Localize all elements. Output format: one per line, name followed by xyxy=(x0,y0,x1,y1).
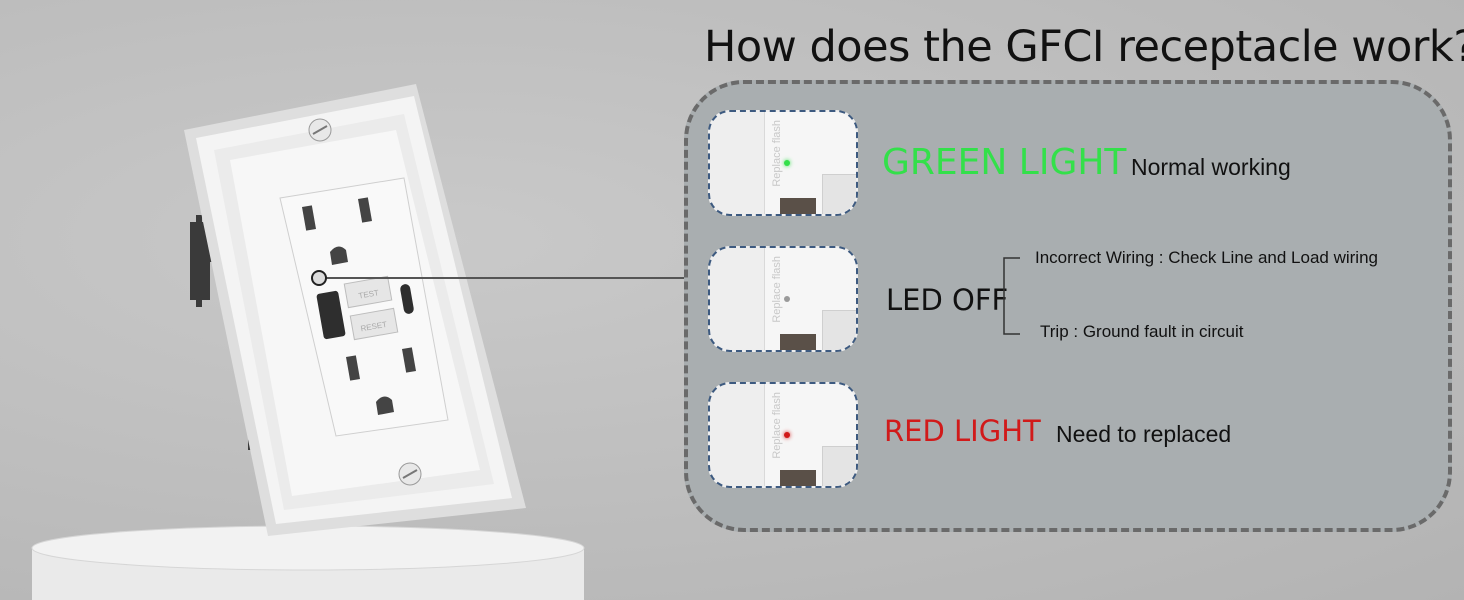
cause-incorrect-wiring: Incorrect Wiring : Check Line and Load w… xyxy=(1035,248,1378,267)
page-title: How does the GFCI receptacle work? xyxy=(704,22,1464,72)
red-led-dot xyxy=(784,432,790,438)
green-led-thumbnail: Replace flash xyxy=(708,110,858,216)
indicator-connector-line xyxy=(325,277,685,279)
green-light-label: GREEN LIGHT xyxy=(882,142,1127,183)
led-off-thumbnail: Replace flash xyxy=(708,246,858,352)
led-indicator-marker xyxy=(311,270,327,286)
off-led-dot xyxy=(784,296,790,302)
green-light-description: Normal working xyxy=(1131,154,1291,180)
led-off-label: LED OFF xyxy=(886,283,1009,317)
plate-screw-top xyxy=(308,118,332,142)
red-light-label: RED LIGHT xyxy=(884,414,1041,448)
test-button-label: TEST xyxy=(358,288,380,300)
thumbnail-label: Replace flash xyxy=(771,392,783,459)
gfci-outlet-illustration: TEST RESET xyxy=(31,84,585,600)
red-led-thumbnail: Replace flash xyxy=(708,382,858,488)
cause-bracket xyxy=(1003,257,1020,335)
cause-ground-fault-trip: Trip : Ground fault in circuit xyxy=(1040,322,1244,341)
green-led-dot xyxy=(784,160,790,166)
thumbnail-label: Replace flash xyxy=(771,256,783,323)
red-light-description: Need to replaced xyxy=(1056,421,1232,447)
display-pedestal xyxy=(31,525,585,600)
receptacle-face: TEST RESET xyxy=(279,177,449,437)
thumbnail-label: Replace flash xyxy=(771,120,783,187)
plate-screw-bottom xyxy=(398,462,422,486)
